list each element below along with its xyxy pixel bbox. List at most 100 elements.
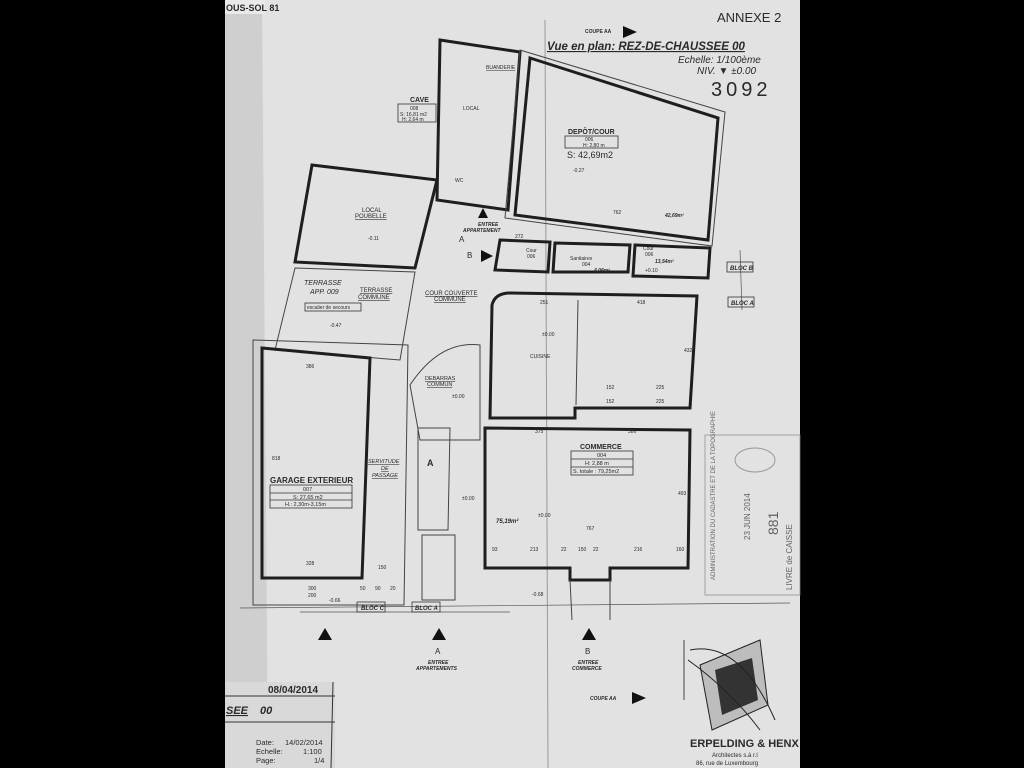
title-block-scale: 1:100	[303, 747, 322, 756]
stamp-office: ADMINISTRATION DU CADASTRE ET DE LA TOPO…	[711, 411, 717, 580]
handwritten-note: TERRASSE	[304, 280, 342, 287]
room-terrasse: TERRASSE COMMUNE TERRASSE APP. 009 escal…	[304, 280, 392, 329]
rooms-garage-area: S: 27,65 m2	[293, 495, 323, 501]
marker-entree-appartements: A ENTREE APPARTEMENTS	[415, 628, 458, 672]
markers-entree-appartements-letter: A	[435, 647, 441, 656]
markers-entree-commerce-letter: B	[585, 647, 590, 656]
rooms-debarras-l1: DEBARRAS	[425, 376, 456, 382]
dimensions-front-3: 150	[578, 547, 587, 553]
rooms-debarras-l2: COMMUN	[427, 382, 452, 388]
title-block-date-label: Date:	[256, 738, 274, 747]
entry-b-arrow-icon	[481, 250, 493, 262]
coupe-label: COUPE AA	[585, 29, 612, 35]
dimensions: 375 386 767 93 213 22 150 22 216 160 493…	[272, 210, 693, 599]
rooms-commerce-name: COMMERCE	[580, 444, 622, 451]
room-cuisine: CUISINE ±0.00	[530, 332, 555, 360]
rooms-commerce-code: 004	[597, 453, 606, 459]
section-marker-icon	[318, 628, 332, 640]
title-block-level-num: 00	[260, 705, 273, 717]
room-cave: CAVE 008 S: 16,81 m2 H: 2,64 m	[397, 97, 437, 123]
dimensions-garage-w: 328	[306, 561, 315, 567]
dimensions-garage-bottom-1: 200	[308, 593, 317, 599]
rooms-cour-left-l2: 006	[527, 254, 536, 260]
room-cour-couverte: COUR COUVERTE COMMUNE	[425, 291, 478, 303]
levels-debarras: ±0.00	[452, 394, 465, 400]
dimensions-garage-h: 818	[272, 456, 281, 462]
marker-entree-commerce: B ENTREE COMMERCE	[572, 628, 602, 672]
markers-bloc-b: BLOC B	[730, 266, 754, 272]
plan-scale: Echelle: 1/100ème	[678, 55, 761, 66]
room-cour-left: Cour 006	[526, 248, 537, 260]
coupe-bottom-label: COUPE AA	[590, 696, 617, 702]
dimensions-mid1: 152	[606, 399, 615, 405]
dimensions-room-h: 432	[684, 348, 693, 354]
room-commerce: COMMERCE 004 H: 2,88 m S. totale : 79,25…	[496, 444, 634, 525]
firm-name: ERPELDING & HENX	[690, 738, 799, 750]
stair-marker: A	[427, 458, 434, 468]
rooms-local-poubelle-l1: LOCAL	[362, 208, 382, 214]
rooms-servitude-l2: DE	[381, 466, 389, 472]
rooms-cour-right-l2: 006	[645, 252, 654, 258]
rooms-terrasse-l2: COMMUNE	[358, 295, 390, 301]
bloc-a-label	[727, 296, 755, 308]
firm-logo: ERPELDING & HENX Architectes s.à r.l 86,…	[683, 639, 799, 767]
plan-level: NIV. ▼ ±0.00	[697, 66, 757, 77]
entry-arrow-icon	[432, 628, 446, 640]
room-sanitaires: Sanitaires 004 4,06m²	[570, 256, 610, 274]
rooms-local-poubelle-l2: POUBELLE	[355, 214, 387, 220]
rooms-garage-name: GARAGE EXTERIEUR	[270, 476, 353, 485]
room-local: LOCAL	[463, 106, 480, 112]
rooms-commerce-net: 75,19m²	[496, 518, 519, 525]
marker-entree-appartement: ENTREE APPARTEMENT A	[459, 208, 502, 244]
markers-bloc-a: BLOC A	[731, 301, 754, 307]
dimensions-mid1: 152	[606, 385, 615, 391]
marker-b: B	[467, 251, 472, 260]
title-block: 08/04/2014 SEE 00 Date: 14/02/2014 Echel…	[225, 681, 335, 768]
rooms-escalier: escalier de secours	[307, 305, 351, 311]
rooms-depot-code: 006	[585, 137, 594, 143]
plan-title: Vue en plan: REZ-DE-CHAUSSEE 00	[547, 41, 745, 53]
stamped-number: 3092	[711, 79, 772, 101]
room-cour-right: Cour 006 13,54m² +0.10	[643, 246, 674, 274]
rooms-servitude-l1: SERVITUDE	[368, 459, 400, 465]
firm-sub: Architectes s.à r.l	[712, 753, 758, 759]
levels-depot: -0.27	[573, 168, 585, 174]
dimensions-commerce-width: 767	[586, 526, 595, 532]
rooms-garage-height: H.: 2,30m-3,15m	[285, 502, 326, 508]
level-label: SEE	[226, 705, 249, 717]
dimensions-commerce-top-left: 375	[535, 429, 544, 435]
markers-entree-appartements-l2: APPARTEMENTS	[415, 666, 458, 672]
stamp-number: 881	[765, 511, 781, 535]
rooms-cour-couverte-l1: COUR COUVERTE	[425, 291, 478, 297]
dimensions-commerce-depth: 493	[678, 491, 687, 497]
dimensions-front-4: 22	[593, 547, 599, 553]
dimensions-front-0: 93	[492, 547, 498, 553]
annex-label: ANNEXE 2	[717, 10, 781, 25]
plan-header: ANNEXE 2 COUPE AA Vue en plan: REZ-DE-CH…	[547, 10, 781, 101]
dimensions-commerce-top-right: 386	[628, 429, 637, 435]
room-local-poubelle: LOCAL POUBELLE -0.11	[355, 208, 387, 242]
bloc-c-label	[356, 601, 386, 613]
stair-level: ±0.00	[462, 496, 475, 502]
fold-line	[544, 19, 549, 768]
markers-entree-appartement-letter: A	[459, 235, 465, 244]
entry-arrow-icon	[582, 628, 596, 640]
left-sheet-label: OUS-SOL 81	[226, 3, 279, 13]
date-stamp: 08/04/2014	[268, 685, 318, 696]
markers-entree-commerce-l2: COMMERCE	[572, 666, 602, 672]
dimensions-cuisine-w: 251	[540, 300, 549, 306]
rooms-depot-area: S: 42,69m2	[567, 150, 613, 160]
rooms-cour-right-l1: Cour	[643, 246, 654, 252]
rooms-cuisine: CUISINE	[530, 354, 551, 360]
background-sheet-corner	[225, 0, 265, 14]
dimensions-garage-top: 386	[306, 364, 315, 370]
section-arrow-icon	[632, 692, 646, 704]
rooms-cour-right-area: 13,54m²	[655, 259, 674, 265]
bloc-a-bottom-label	[411, 601, 441, 613]
stamp-date: 23 JUN 2014	[743, 493, 752, 540]
rooms-servitude-l3: PASSAGE	[372, 473, 398, 479]
rooms-cave-area: S: 16,81 m2	[400, 112, 427, 118]
rooms-cave-name: CAVE	[410, 97, 429, 104]
stamp-text: LIVRE de CAISSE	[785, 524, 794, 590]
